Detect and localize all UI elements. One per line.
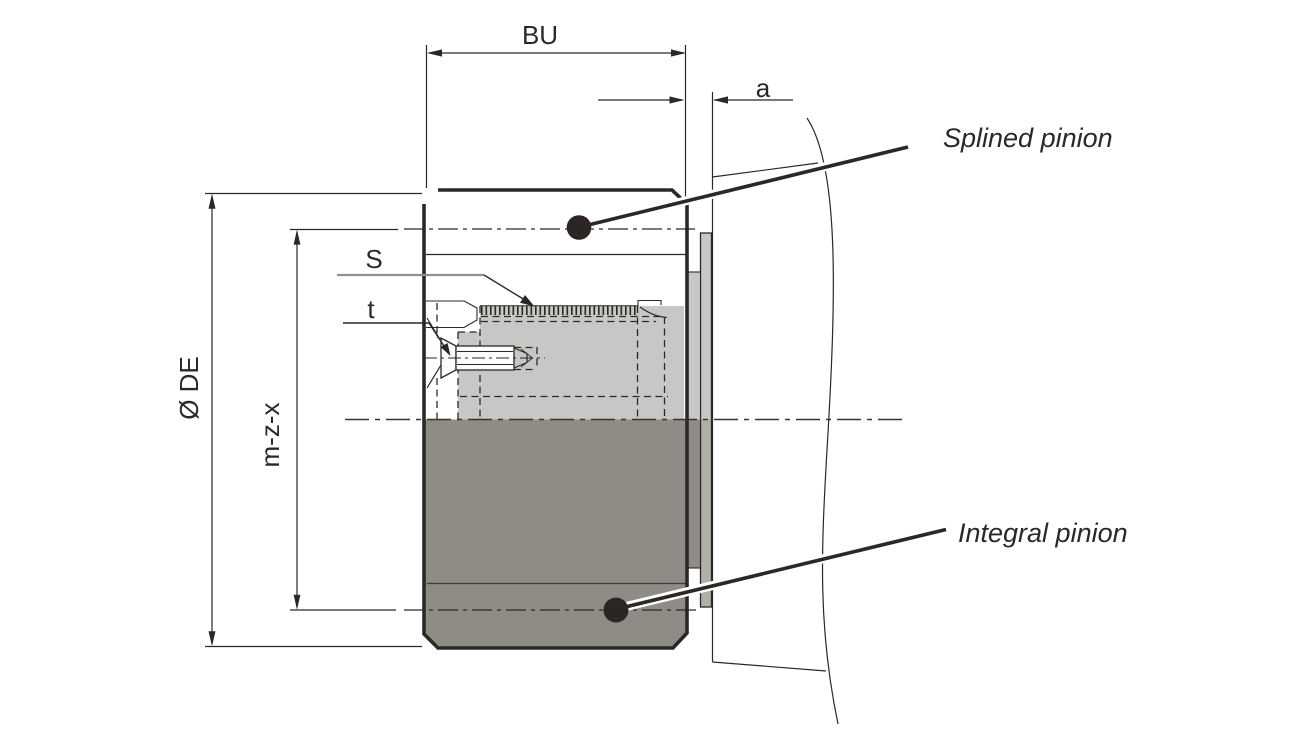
wall-bottom-edge (712, 661, 827, 672)
spotface-outline (426, 300, 478, 329)
integral-leader-dot (603, 597, 629, 623)
bu-arrow-left (427, 49, 442, 57)
bu-label: BU (522, 20, 558, 50)
integral-leader-line (618, 527, 947, 611)
pinion-body (424, 253, 688, 648)
mzx-arrow-bottom (293, 594, 301, 610)
de-arrow-top (208, 193, 216, 209)
dimensions (205, 45, 793, 648)
centerlines (345, 228, 905, 611)
mzx-label: m-z-x (255, 403, 285, 468)
dimension-arrowheads (208, 49, 728, 647)
a-arrow-right (713, 96, 728, 104)
wall-top-edge (712, 162, 819, 178)
bu-arrow-right (671, 49, 686, 57)
flange-plate-upper (700, 233, 712, 420)
integral-pinion-label: Integral pinion (958, 518, 1128, 548)
hub-spacer-upper (687, 272, 701, 420)
mzx-arrow-top (293, 229, 301, 245)
de-label: Ø DE (174, 356, 204, 420)
splined-pinion-label: Splined pinion (943, 123, 1113, 153)
countersink-cone-bottom (426, 364, 442, 389)
integral-pinion-callout (603, 523, 952, 623)
t-leader-arrowhead (440, 343, 451, 356)
s-leader-arrowhead (520, 295, 535, 307)
flange-plate-lower (700, 419, 712, 607)
pinion-body-outline (422, 188, 689, 650)
t-leader-line (343, 322, 447, 350)
splined-pinion-callout (566, 141, 914, 240)
splined-sleeve (436, 299, 684, 420)
de-arrow-bottom (208, 631, 216, 647)
splined-sleeve-section (458, 306, 684, 420)
s-leader-diagonal (483, 274, 530, 304)
wall-break-line (806, 117, 839, 725)
t-label: t (367, 294, 375, 324)
a-label: a (756, 73, 771, 103)
t-leader (343, 322, 451, 356)
hub-spacer-lower (687, 419, 701, 568)
machine-wall (711, 92, 839, 725)
splined-leader-dot (566, 215, 592, 240)
integral-pinion-section (424, 419, 688, 648)
s-leader (337, 273, 535, 307)
s-label: S (365, 244, 382, 274)
a-arrow-left (669, 96, 685, 104)
splined-leader-line (581, 145, 909, 229)
